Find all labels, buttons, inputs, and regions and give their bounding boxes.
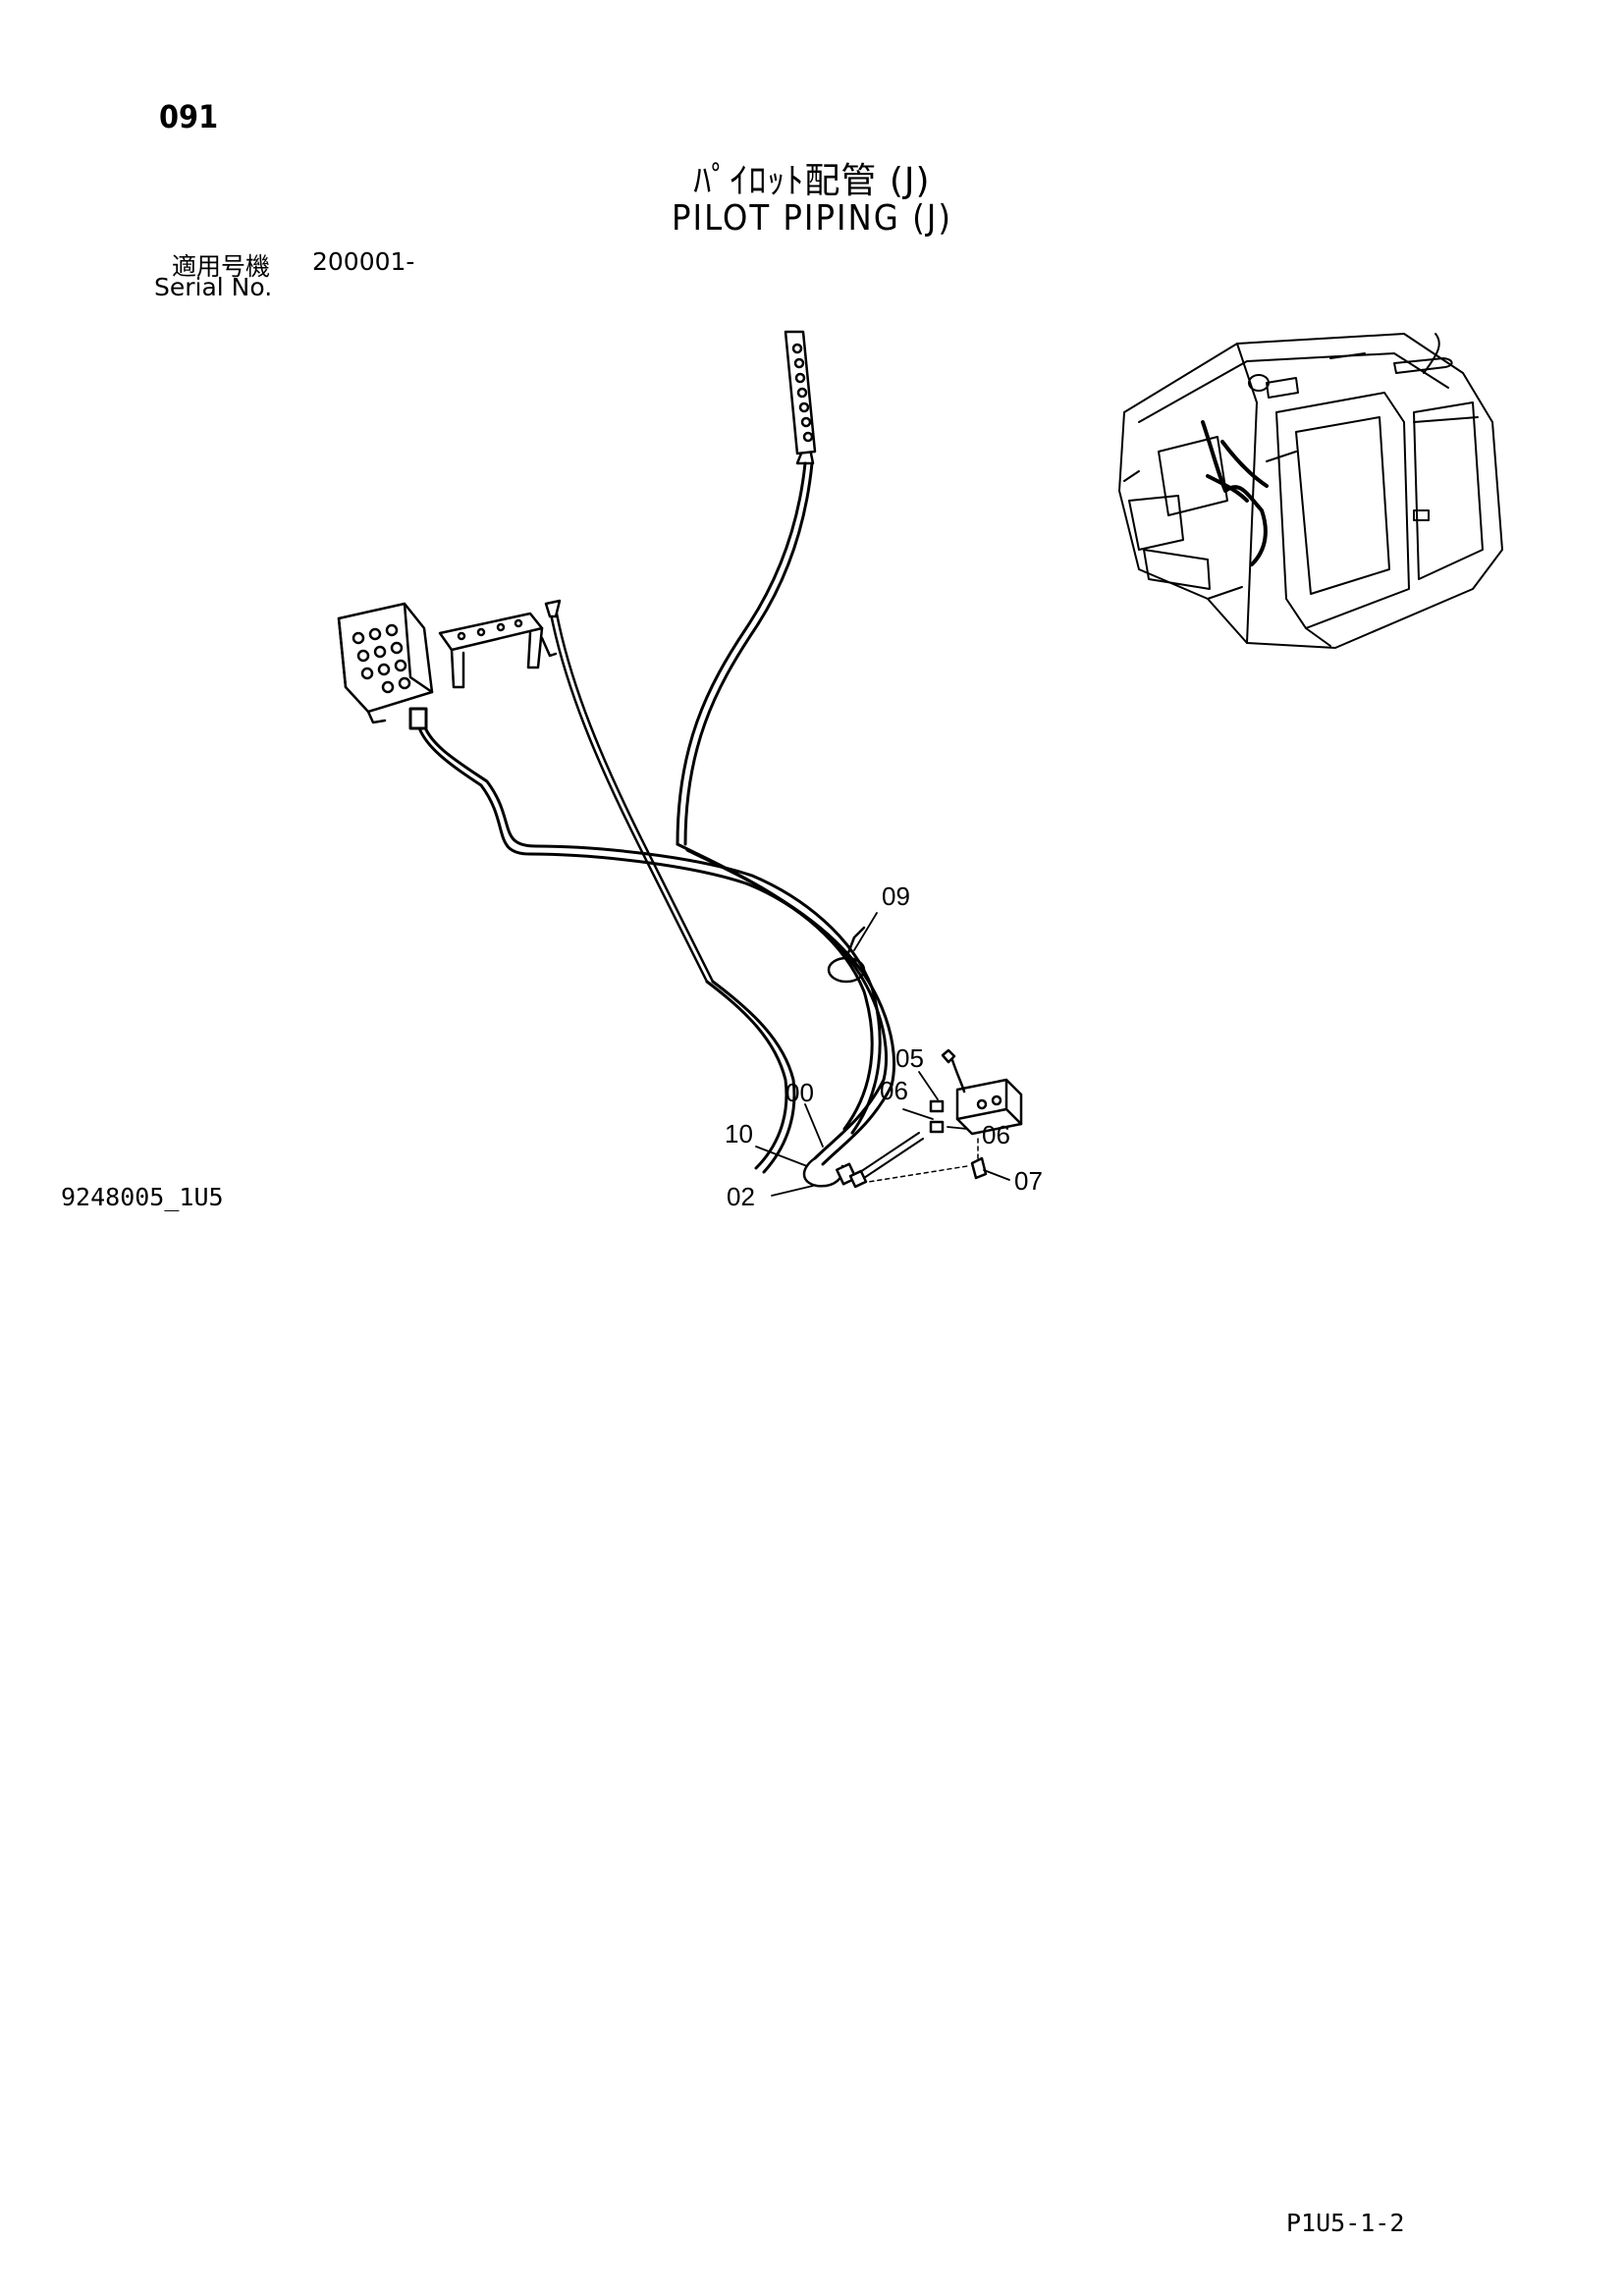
title-english: PILOT PIPING (J) [672,198,952,239]
pilot-valve-block [337,602,434,724]
drawing-id: 9248005_1U5 [61,1183,224,1211]
leader-lines [755,912,1010,1197]
serial-range: 200001- [312,247,415,276]
callout-06-c: 06 [982,1120,1010,1149]
machine-inset [1118,333,1503,649]
callout-02: 02 [727,1182,755,1211]
lower-fittings [802,1132,968,1189]
serial-label-english: Serial No. [154,273,273,301]
sheet-id: P1U5-1-2 [1286,2209,1405,2237]
mounting-bracket [438,612,558,689]
main-hose [676,461,814,846]
callout-05: 05 [895,1043,924,1073]
page-number: 091 [159,98,219,135]
callout-07: 07 [1014,1166,1043,1196]
upper-terminal-block [784,330,817,465]
secondary-hose [544,599,715,984]
serial-label-japanese: 適用号機 [172,252,271,281]
callout-10: 10 [725,1119,753,1148]
hose-bundle [676,842,896,1174]
pilot-valve-hose [408,707,754,885]
callout-00: 00 [785,1078,814,1107]
title-japanese: ﾊﾟｲﾛｯﾄ配管 (J) [693,161,931,201]
callout-09: 09 [882,881,910,911]
callout-06-a: 06 [880,1076,908,1105]
inset-harness [1201,420,1269,566]
small-valve-block [929,1048,1023,1180]
hose-clamp [827,926,866,984]
